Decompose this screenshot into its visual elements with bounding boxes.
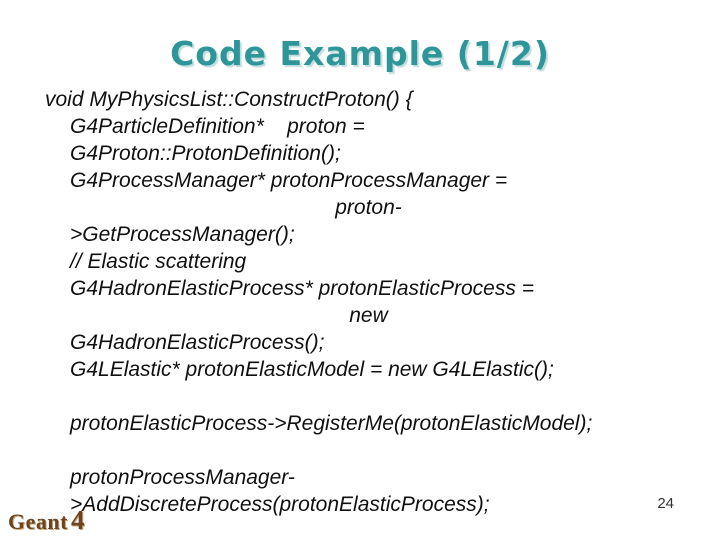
logo-text-geant: Geant	[8, 509, 68, 534]
code-line: // Elastic scattering	[70, 250, 247, 273]
code-line: G4LElastic* protonElasticModel = new G4L…	[70, 358, 554, 381]
code-line: void MyPhysicsList::ConstructProton() {	[45, 88, 413, 111]
code-line: G4ParticleDefinition* proton =	[70, 115, 365, 138]
page-number: 24	[657, 495, 674, 512]
code-line: proton-	[335, 196, 402, 219]
logo-text-4: 4	[70, 505, 85, 535]
code-block: void MyPhysicsList::ConstructProton() {G…	[45, 86, 692, 518]
code-line: G4Proton::ProtonDefinition();	[70, 142, 341, 165]
code-line	[45, 437, 692, 464]
slide-title: Code Example (1/2)	[170, 34, 550, 73]
code-line	[45, 383, 692, 410]
code-line: >AddDiscreteProcess(protonElasticProcess…	[70, 493, 490, 516]
code-line: protonProcessManager-	[70, 466, 295, 489]
code-line: G4ProcessManager* protonProcessManager =	[70, 169, 508, 192]
code-line: G4HadronElasticProcess* protonElasticPro…	[70, 277, 534, 300]
code-line: >GetProcessManager();	[70, 223, 295, 246]
code-line: new	[349, 304, 388, 327]
code-line: G4HadronElasticProcess();	[70, 331, 325, 354]
code-line: protonElasticProcess->RegisterMe(protonE…	[70, 412, 593, 435]
